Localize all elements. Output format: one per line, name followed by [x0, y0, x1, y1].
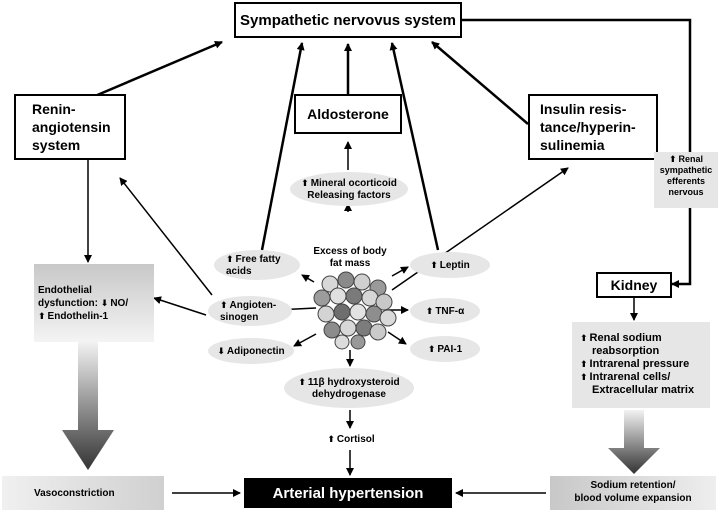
sodium-line1: Sodium retention/ — [590, 480, 676, 491]
arrow-center-to-adiponectin — [293, 333, 317, 347]
hsd-line1: 11β hydroxysteroid — [298, 376, 400, 389]
renin-angiotensin-box: Renin- angiotensin system — [14, 94, 126, 160]
renin-label-line3: system — [32, 137, 81, 153]
mineral-line2: Releasing factors — [307, 189, 391, 201]
center-label: Excess of body fat mass — [300, 246, 400, 270]
renal-symp-line4: nervous — [668, 187, 704, 197]
angiotensinogen-line2: sinogen — [220, 311, 259, 323]
renal-symp-line2: sympathetic — [659, 165, 713, 175]
aldosterone-box: Aldosterone — [294, 94, 402, 134]
renal-sodium-line1: Renal sodium — [580, 332, 710, 345]
cortisol-label: Cortisol — [316, 434, 386, 445]
center-line2: fat mass — [329, 258, 371, 269]
ffa-line1: Free fatty — [226, 253, 281, 266]
arrow-angiotensinogen-to-renin — [119, 177, 213, 296]
renin-label-line1: Renin- — [32, 101, 76, 117]
insulin-resistance-box: Insulin resis- tance/hyperin- sulinemia — [528, 94, 658, 160]
endothelial-line1: Endothelial — [38, 285, 92, 296]
arrow-ffa-to-sympathetic — [260, 42, 305, 251]
pai-label: PAI-1 — [428, 343, 462, 356]
arrow-center-to-leptin — [391, 266, 409, 277]
renal-sodium-line3: Intrarenal pressure — [580, 358, 710, 371]
mineral-line1: Mineral ocorticoid — [301, 177, 397, 190]
angiotensinogen-line1: Angioten- — [220, 299, 277, 312]
arterial-hypertension-box: Arterial hypertension — [244, 478, 452, 508]
insulin-label-line3: sulinemia — [540, 137, 605, 153]
arrow-leptin-to-sympathetic — [389, 42, 440, 251]
sodium-line2: blood volume expansion — [574, 493, 692, 504]
insulin-label-line2: tance/hyperin- — [540, 119, 636, 135]
adiponectin-label: Adiponectin — [217, 345, 285, 358]
leptin-pill: Leptin — [410, 252, 490, 278]
center-line1: Excess of body — [313, 246, 387, 257]
hsd-pill: 11β hydroxysteroid dehydrogenase — [284, 368, 414, 408]
arrow-center-to-pai — [387, 331, 407, 345]
vasoconstriction-box: Vasoconstriction — [2, 476, 164, 510]
pai-1-pill: PAI-1 — [410, 336, 480, 362]
sodium-retention-box: Sodium retention/ blood volume expansion — [550, 476, 716, 510]
endothelial-line2: dysfunction: — [38, 298, 98, 309]
renal-symp-line3: efferents — [666, 176, 705, 186]
free-fatty-acids-pill: Free fatty acids — [214, 250, 300, 280]
leptin-label: Leptin — [430, 259, 470, 272]
endothelial-line3: Endothelin-1 — [38, 310, 154, 323]
renin-label-line2: angiotensin — [32, 119, 111, 135]
insulin-label-line1: Insulin resis- — [540, 101, 627, 117]
hypertension-label: Arterial hypertension — [272, 484, 424, 502]
fat-cell-cluster — [313, 271, 397, 350]
mineralocorticoid-pill: Mineral ocorticoid Releasing factors — [290, 172, 408, 206]
renal-sodium-line2: reabsorption — [592, 345, 660, 357]
tnf-alpha-pill: TNF-α — [410, 298, 480, 324]
big-arrow-renal-to-sodium — [608, 410, 660, 474]
arrow-renin-to-sympathetic — [94, 40, 223, 98]
renal-sodium-line4: Intrarenal cells/ — [580, 371, 710, 384]
arrow-angiotensinogen-to-endothelial — [153, 296, 207, 316]
angiotensinogen-pill: Angioten- sinogen — [208, 296, 292, 326]
renal-sodium-line5: Extracellular matrix — [592, 384, 695, 396]
renal-symp-line1: Renal — [654, 154, 718, 165]
sympathetic-label: Sympathetic nervovus system — [240, 11, 456, 29]
hsd-line2: dehydrogenase — [312, 388, 386, 400]
big-arrow-endothelial-to-vaso — [62, 342, 114, 470]
tnf-label: TNF-α — [426, 305, 464, 318]
adiponectin-pill: Adiponectin — [208, 338, 294, 364]
endothelial-dysfunction-box: Endothelial dysfunction: NO/ Endothelin-… — [34, 264, 154, 342]
kidney-label: Kidney — [610, 277, 658, 293]
sympathetic-nervous-system-box: Sympathetic nervovus system — [234, 2, 462, 38]
vaso-label: Vasoconstriction — [34, 487, 115, 499]
arrow-center-to-ffa — [301, 274, 315, 283]
arrow-insulin-to-sympathetic — [431, 41, 529, 125]
aldosterone-label: Aldosterone — [307, 106, 389, 122]
cortisol-text: Cortisol — [327, 434, 374, 445]
renal-sympathetic-box: Renal sympathetic efferents nervous — [654, 152, 718, 208]
endothelial-no: NO/ — [101, 298, 128, 309]
ffa-line2: acids — [226, 265, 252, 277]
renal-sodium-box: Renal sodium reabsorption Intrarenal pre… — [572, 322, 710, 408]
kidney-box: Kidney — [596, 272, 672, 298]
